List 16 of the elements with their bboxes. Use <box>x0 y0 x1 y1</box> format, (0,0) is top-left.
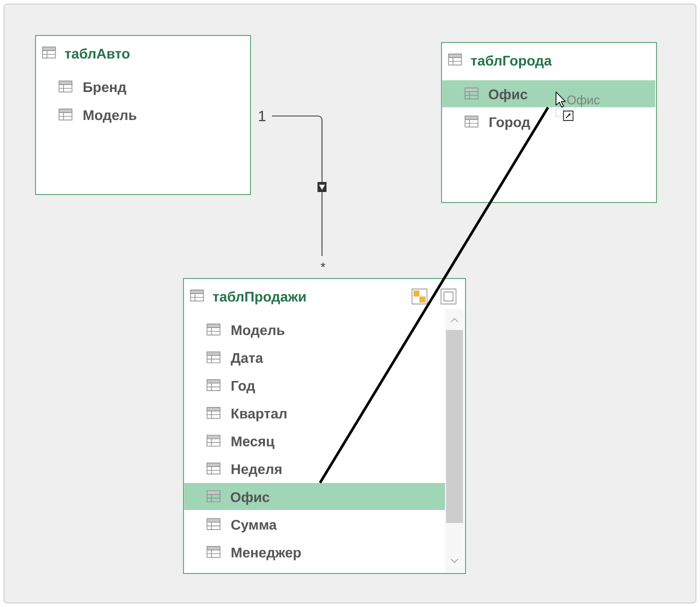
field-name: Сумма <box>231 520 277 532</box>
field-name: Дата <box>230 353 264 366</box>
cardinality-label: * <box>320 262 326 268</box>
field-name: Модель <box>232 325 284 338</box>
drag-preview-text: Офис <box>567 95 600 107</box>
field-name: Менеджер <box>232 548 301 560</box>
cardinality-label: 1 <box>258 110 266 122</box>
field-name: Квартал <box>232 408 286 422</box>
field-name: Год <box>232 380 255 394</box>
relationship-line <box>272 115 326 256</box>
field-name: Месяц <box>232 436 274 449</box>
field-name: Бренд <box>84 82 126 95</box>
field-name: Город <box>490 117 530 130</box>
field-name: Модель <box>84 110 136 123</box>
field-name: Неделя <box>232 464 282 477</box>
selected-field-row: Офис <box>184 483 446 510</box>
